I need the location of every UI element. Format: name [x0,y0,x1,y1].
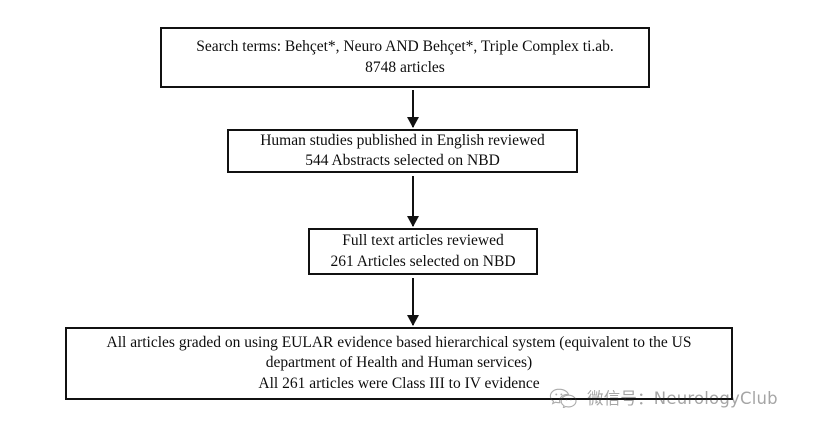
flow-box-full-text-articles-line-2: 261 Articles selected on NBD [330,252,516,270]
flow-box-search-terms: Search terms: Behçet*, Neuro AND Behçet*… [160,27,650,88]
flow-box-search-terms-line-1: Search terms: Behçet*, Neuro AND Behçet*… [196,38,614,56]
flow-box-human-studies-line-2: 544 Abstracts selected on NBD [305,152,500,169]
flow-box-search-terms-line-2: 8748 articles [365,58,445,76]
flow-box-human-studies-line-1: Human studies published in English revie… [260,131,545,149]
flow-box-graded-articles-line-1: All articles graded on using EULAR evide… [106,333,692,351]
flow-box-full-text-articles-line-1: Full text articles reviewed [342,232,504,250]
flow-box-human-studies: Human studies published in English revie… [227,129,578,173]
flow-box-full-text-articles: Full text articles reviewed 261 Articles… [308,228,538,275]
flow-box-graded-articles-line-3: All 261 articles were Class III to IV ev… [258,374,540,392]
flow-box-graded-articles: All articles graded on using EULAR evide… [65,327,733,400]
down-arrow-icon-human-to-fulltext [412,176,414,226]
flow-box-graded-articles-line-2: department of Health and Human services) [265,354,533,372]
down-arrow-icon-search-to-human [412,90,414,127]
down-arrow-icon-fulltext-to-graded [412,278,414,325]
